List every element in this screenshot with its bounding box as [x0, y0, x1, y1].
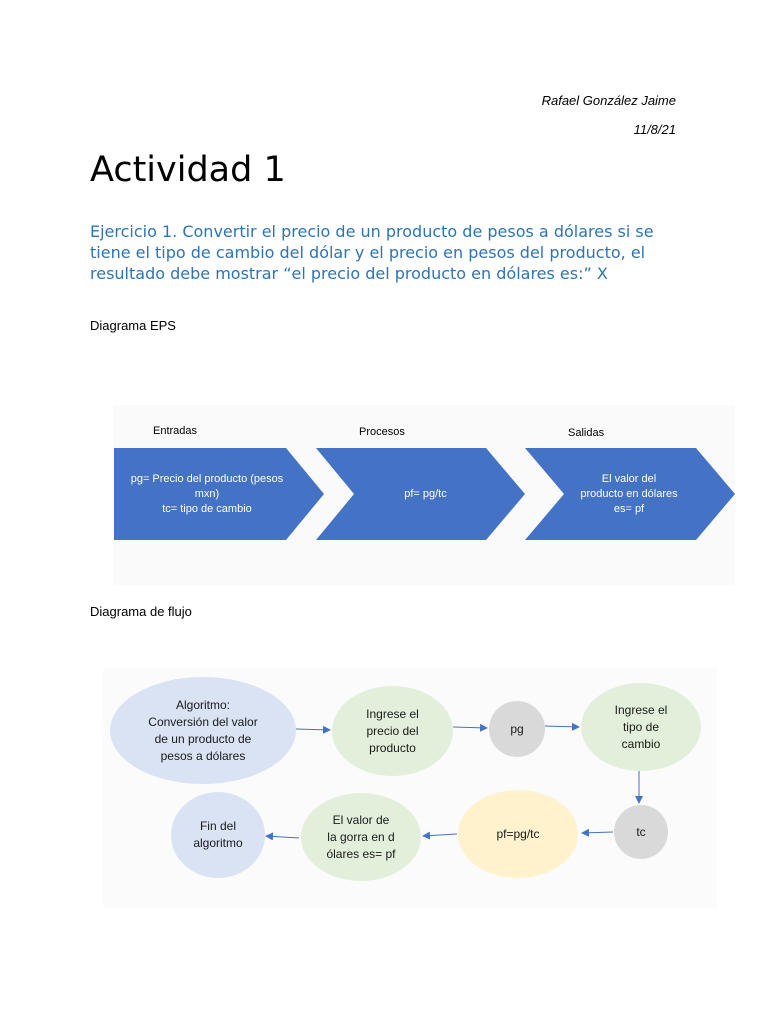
flow-node-start: Algoritmo: Conversión del valor de un pr… — [110, 677, 296, 784]
start-line-2: Conversión del valor — [148, 714, 258, 729]
output-line-1: El valor de — [332, 812, 390, 827]
tc-label: tc — [636, 824, 646, 839]
flow-node-pg: pg — [489, 701, 545, 757]
eps-diagram: Entradas Procesos Salidas pg= Precio del… — [113, 405, 735, 585]
arrow-tc-to-process — [581, 828, 614, 837]
eps-section-label: Diagrama EPS — [90, 318, 176, 333]
flow-section-label: Diagrama de flujo — [90, 604, 192, 619]
page-title: Actividad 1 — [90, 150, 286, 190]
flow-node-tc: tc — [614, 805, 668, 859]
flow-node-end: Fin del algoritmo — [171, 792, 265, 878]
ingrese-precio-line-3: producto — [369, 740, 416, 755]
arrow-process-to-output — [422, 831, 458, 840]
salidas-line-2: producto en dólares — [580, 487, 678, 500]
arrow-start-to-precio — [295, 725, 331, 734]
entradas-content: pg= Precio del producto (pesos mxn) tc= … — [118, 455, 296, 533]
eps-procesos-label: Procesos — [359, 426, 405, 438]
entradas-line-1: pg= Precio del producto (pesos — [130, 472, 284, 485]
output-line-3: ólares es= pf — [326, 846, 396, 861]
author-name: Rafael González Jaime — [541, 93, 676, 108]
ingrese-tipo-line-2: tipo de — [622, 719, 659, 734]
flow-node-ingrese-precio: Ingrese el precio del producto — [332, 686, 453, 776]
arrow-precio-to-pg — [452, 723, 488, 732]
ingrese-precio-line-1: Ingrese el — [366, 706, 419, 721]
salidas-content: El valor del producto en dólares es= pf — [568, 455, 690, 533]
procesos-text: pf= pg/tc — [404, 487, 447, 500]
flow-node-output: El valor de la gorra en d ólares es= pf — [301, 793, 421, 881]
ingrese-tipo-line-1: Ingrese el — [614, 702, 668, 717]
flow-node-process: pf=pg/tc — [458, 790, 578, 878]
output-line-2: la gorra en d — [327, 829, 395, 844]
chevron-procesos — [316, 448, 525, 540]
chevron-salidas — [525, 448, 735, 540]
procesos-content: pf= pg/tc — [358, 455, 493, 533]
start-line-4: pesos a dólares — [160, 748, 246, 763]
end-line-2: algoritmo — [193, 836, 243, 850]
process-label: pf=pg/tc — [496, 826, 540, 841]
eps-salidas-label: Salidas — [568, 427, 605, 439]
ingrese-precio-line-2: precio del — [366, 723, 419, 738]
salidas-line-1: El valor del — [601, 472, 657, 485]
document-date: 11/8/21 — [633, 122, 676, 137]
start-line-3: de un producto de — [154, 731, 252, 746]
arrow-output-to-end — [265, 832, 300, 841]
eps-chevrons — [114, 448, 735, 540]
start-line-1: Algoritmo: — [175, 697, 230, 712]
ingrese-tipo-line-3: cambio — [621, 736, 661, 751]
entradas-line-2: mxn) — [194, 487, 220, 500]
flow-node-ingrese-tipo: Ingrese el tipo de cambio — [581, 683, 701, 771]
entradas-line-3: tc= tipo de cambio — [162, 502, 252, 515]
eps-entradas-label: Entradas — [153, 425, 198, 437]
salidas-line-3: es= pf — [613, 502, 645, 515]
arrow-pg-to-tipo — [544, 722, 580, 731]
exercise-statement: Ejercicio 1. Convertir el precio de un p… — [90, 222, 654, 283]
chevron-entradas — [114, 448, 324, 540]
pg-label: pg — [510, 721, 524, 736]
end-line-1: Fin del — [199, 819, 236, 833]
